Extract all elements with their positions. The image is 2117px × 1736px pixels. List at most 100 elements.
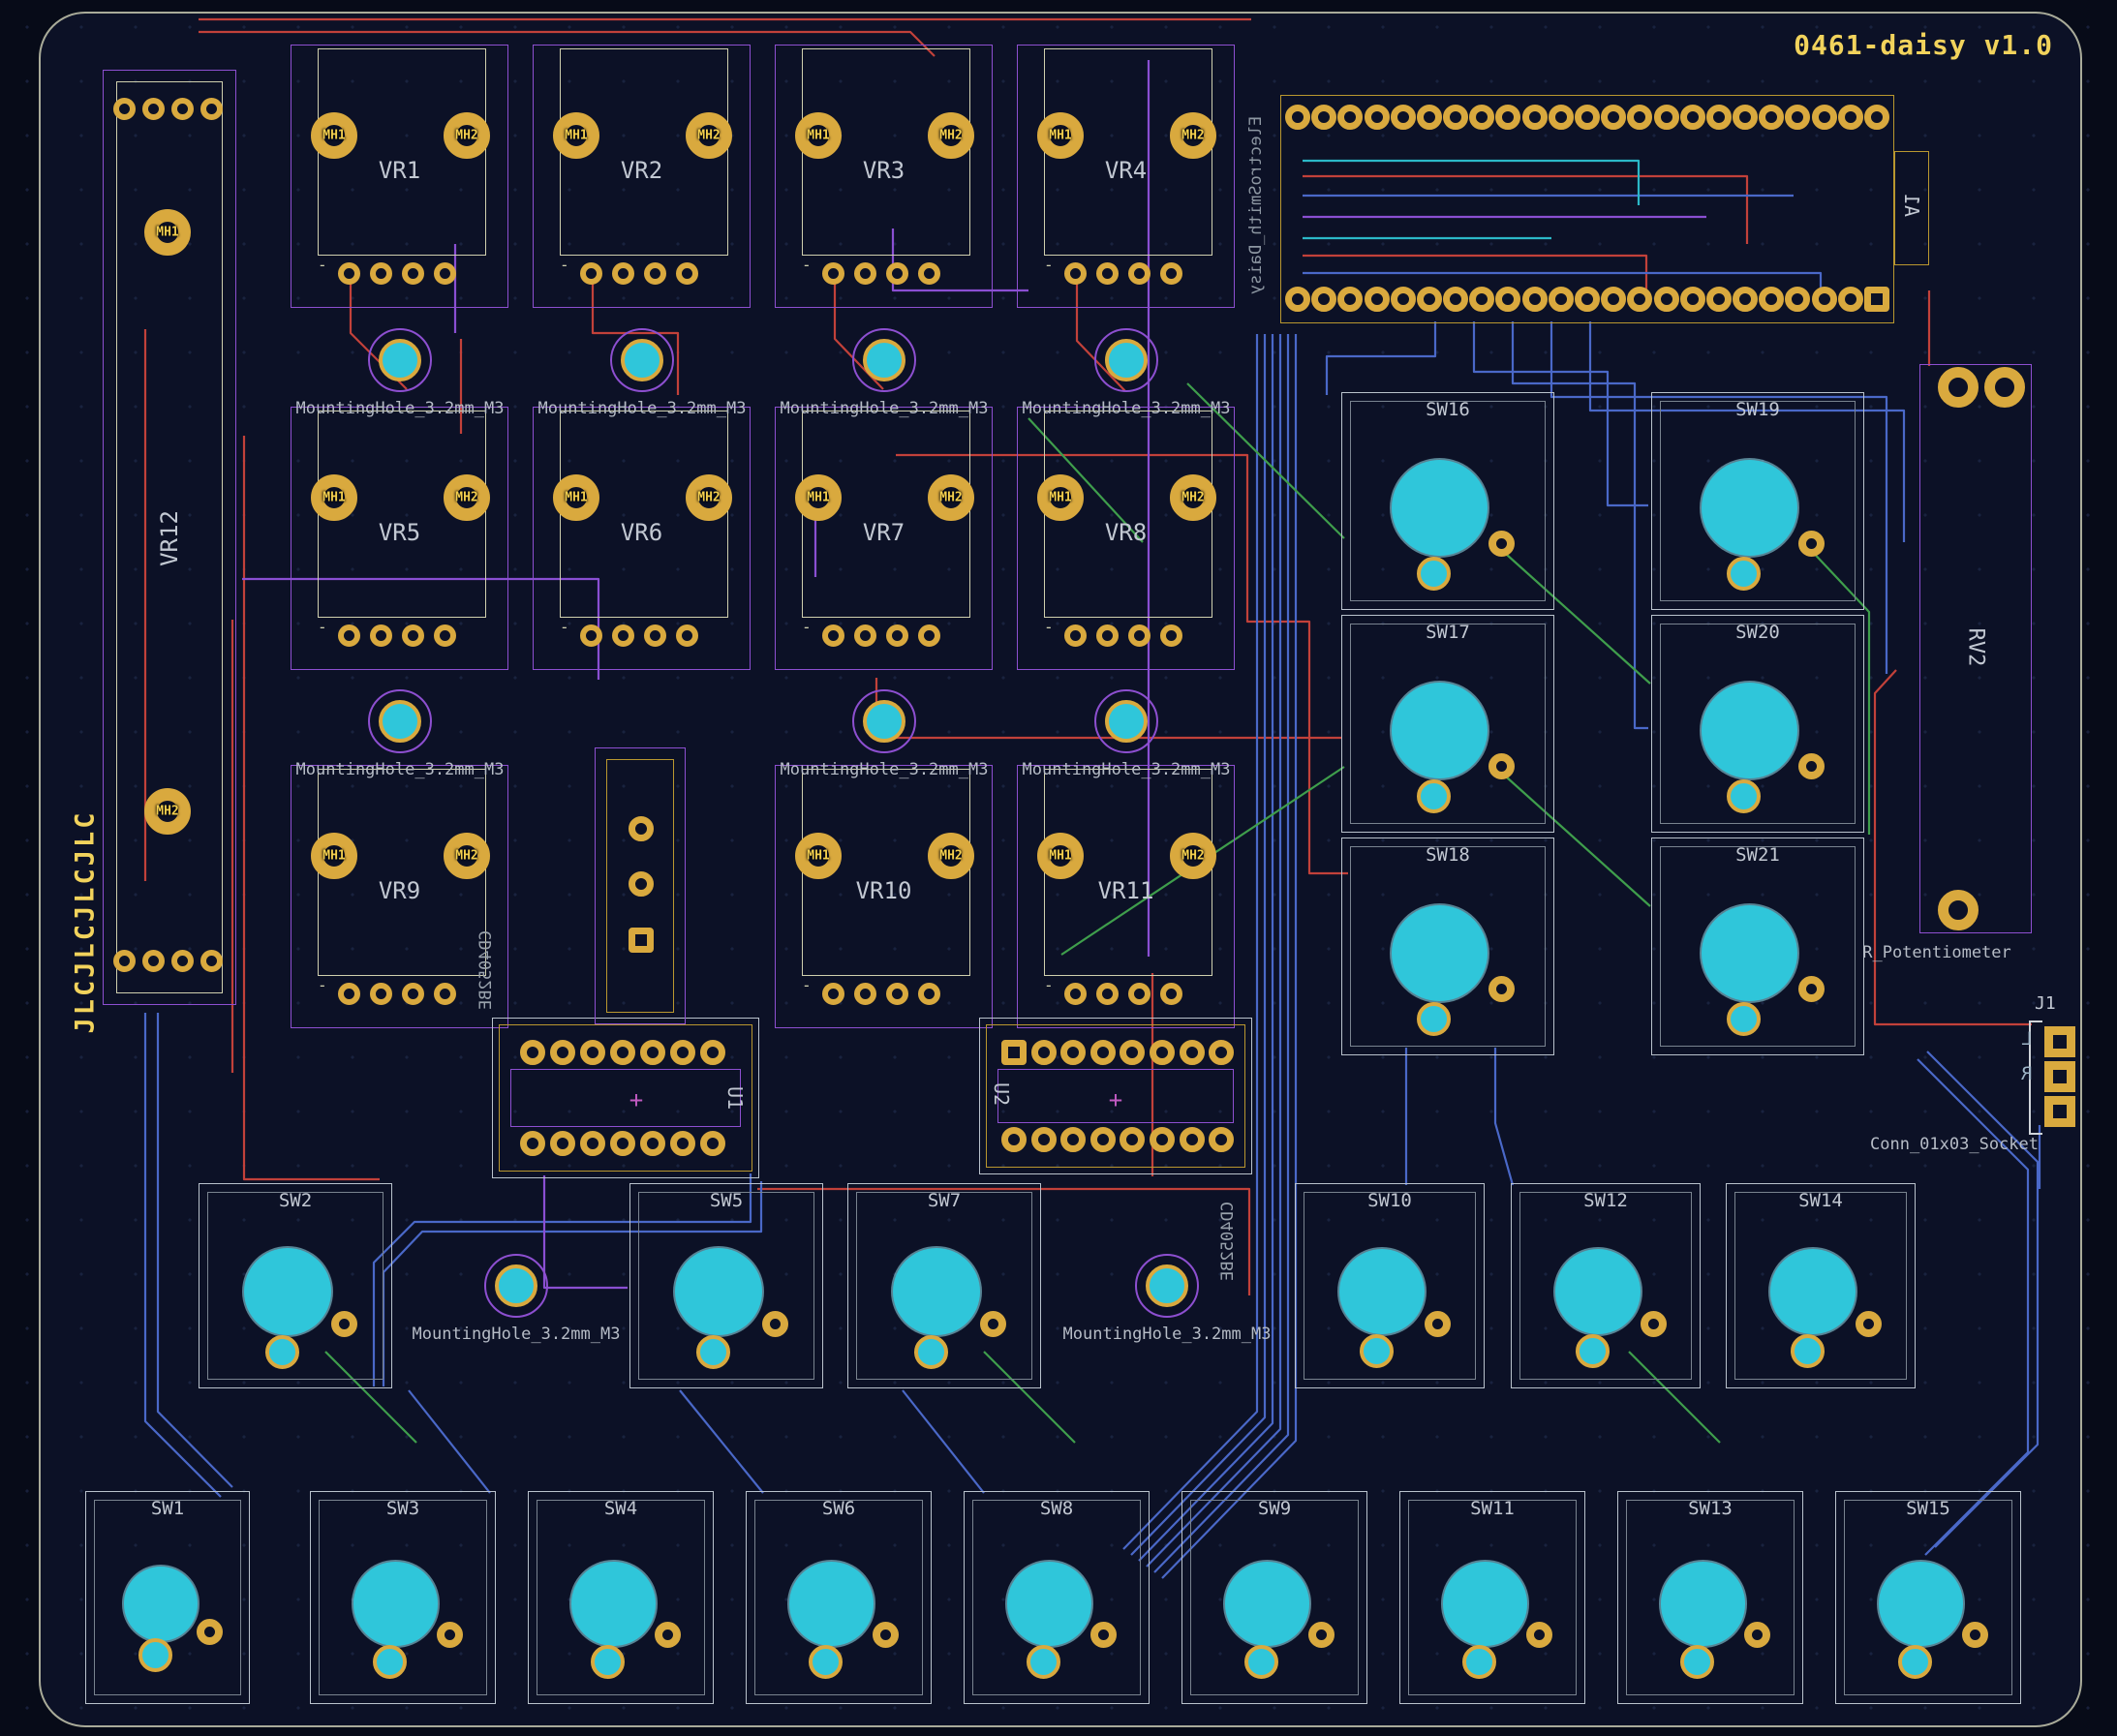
switch-pin-pad[interactable]: [1744, 1622, 1770, 1649]
pin-pad[interactable]: [1060, 1040, 1087, 1065]
pin-pad[interactable]: [1653, 287, 1679, 312]
footprint-sw21[interactable]: SW21: [1651, 838, 1864, 1055]
pin-pad[interactable]: [918, 262, 940, 285]
pin-pad[interactable]: [1837, 105, 1863, 130]
mounting-hole[interactable]: [852, 689, 916, 753]
switch-pin-pad[interactable]: [762, 1311, 788, 1338]
pad-mh1[interactable]: MH1: [553, 112, 599, 159]
pin-pad[interactable]: [1521, 287, 1548, 312]
pin-pad[interactable]: [402, 983, 424, 1005]
pin-pad[interactable]: [854, 983, 876, 1005]
switch-stem-hole[interactable]: [914, 1335, 948, 1370]
pin-pad[interactable]: [200, 950, 223, 972]
footprint-u2[interactable]: U2: [979, 1018, 1252, 1174]
switch-stem-hole[interactable]: [1417, 779, 1452, 814]
switch-pin-pad[interactable]: [196, 1618, 223, 1645]
pin-pad[interactable]: [2044, 1026, 2075, 1057]
switch-pin-pad[interactable]: [1962, 1622, 1988, 1649]
pin-pad[interactable]: [2044, 1061, 2075, 1092]
pin-pad[interactable]: [338, 262, 360, 285]
pin-pad[interactable]: [1785, 105, 1811, 130]
switch-pin-pad[interactable]: [1798, 530, 1825, 557]
pin-pad[interactable]: [1364, 287, 1390, 312]
footprint-sw19[interactable]: SW19: [1651, 392, 1864, 610]
pin-pad[interactable]: [580, 1131, 605, 1156]
switch-center-hole[interactable]: [1339, 1249, 1426, 1335]
pin-pad[interactable]: [1495, 287, 1521, 312]
switch-stem-hole[interactable]: [809, 1645, 844, 1680]
pin-pad[interactable]: [142, 98, 165, 120]
pin-pad[interactable]: [1096, 262, 1119, 285]
switch-center-hole[interactable]: [1443, 1562, 1527, 1646]
switch-stem-hole[interactable]: [1791, 1334, 1826, 1369]
pin-pad[interactable]: [1443, 105, 1469, 130]
pin-pad[interactable]: [171, 98, 194, 120]
pad-mh2[interactable]: MH2: [686, 474, 732, 521]
switch-center-hole[interactable]: [123, 1567, 199, 1641]
switch-center-hole[interactable]: [1701, 682, 1797, 778]
pin-pad[interactable]: [1179, 1040, 1205, 1065]
pin-pad[interactable]: [1128, 983, 1151, 1005]
pin-pad[interactable]: [676, 262, 698, 285]
pin-pad[interactable]: [610, 1040, 635, 1065]
switch-stem-hole[interactable]: [265, 1335, 299, 1370]
pin-pad[interactable]: [434, 262, 456, 285]
switch-pin-pad[interactable]: [1090, 1622, 1117, 1649]
pin-pad[interactable]: [612, 624, 634, 647]
pin-pad[interactable]: [1416, 105, 1442, 130]
footprint-rv2[interactable]: RV2: [1919, 364, 2032, 933]
pin-pad[interactable]: [113, 98, 136, 120]
switch-pin-pad[interactable]: [1308, 1622, 1335, 1649]
switch-stem-hole[interactable]: [1727, 1002, 1762, 1037]
pad-mh2[interactable]: MH2: [444, 112, 490, 159]
mounting-hole[interactable]: [852, 328, 916, 392]
switch-center-hole[interactable]: [893, 1248, 980, 1336]
switch-pin-pad[interactable]: [980, 1311, 1006, 1338]
pad-mh1[interactable]: MH1: [311, 112, 357, 159]
pin-pad[interactable]: [1089, 1127, 1116, 1152]
pin-pad[interactable]: [612, 262, 634, 285]
pin-pad[interactable]: [1064, 983, 1087, 1005]
pad-mh1[interactable]: MH1: [795, 474, 842, 521]
pin-pad[interactable]: [200, 98, 223, 120]
pin-pad[interactable]: [1209, 1127, 1235, 1152]
pin-pad[interactable]: [1469, 287, 1495, 312]
pin-pad[interactable]: [1443, 287, 1469, 312]
pin-pad[interactable]: [550, 1040, 575, 1065]
pin-pad[interactable]: [1785, 287, 1811, 312]
switch-center-hole[interactable]: [1879, 1562, 1963, 1646]
pin-pad[interactable]: [520, 1131, 545, 1156]
pin-pad[interactable]: [520, 1040, 545, 1065]
pin-pad[interactable]: [370, 983, 392, 1005]
switch-stem-hole[interactable]: [1727, 779, 1762, 814]
pad-mh2[interactable]: MH2: [444, 833, 490, 879]
pad-mh2[interactable]: MH2: [928, 833, 974, 879]
switch-pin-pad[interactable]: [331, 1311, 357, 1338]
switch-pin-pad[interactable]: [1798, 752, 1825, 779]
pin-pad[interactable]: [822, 624, 844, 647]
pin-pad[interactable]: [1521, 105, 1548, 130]
pin-pad[interactable]: [1416, 287, 1442, 312]
pin-pad[interactable]: [1120, 1127, 1146, 1152]
switch-center-hole[interactable]: [675, 1248, 762, 1336]
pin-pad[interactable]: [854, 624, 876, 647]
mounting-hole[interactable]: [1135, 1254, 1199, 1318]
footprint-sw3[interactable]: SW3: [310, 1491, 496, 1704]
pin-pad[interactable]: [1096, 983, 1119, 1005]
switch-pin-pad[interactable]: [1488, 975, 1515, 1002]
pin-pad[interactable]: [1390, 287, 1416, 312]
mounting-hole[interactable]: [610, 328, 674, 392]
footprint-sw6[interactable]: SW6: [746, 1491, 932, 1704]
pin-pad[interactable]: [1311, 287, 1337, 312]
pin-pad[interactable]: [370, 262, 392, 285]
pin-pad[interactable]: [1150, 1127, 1175, 1152]
pin-pad[interactable]: [402, 262, 424, 285]
pin-pad[interactable]: [434, 983, 456, 1005]
switch-center-hole[interactable]: [1225, 1562, 1309, 1646]
pin-pad[interactable]: [1837, 287, 1863, 312]
